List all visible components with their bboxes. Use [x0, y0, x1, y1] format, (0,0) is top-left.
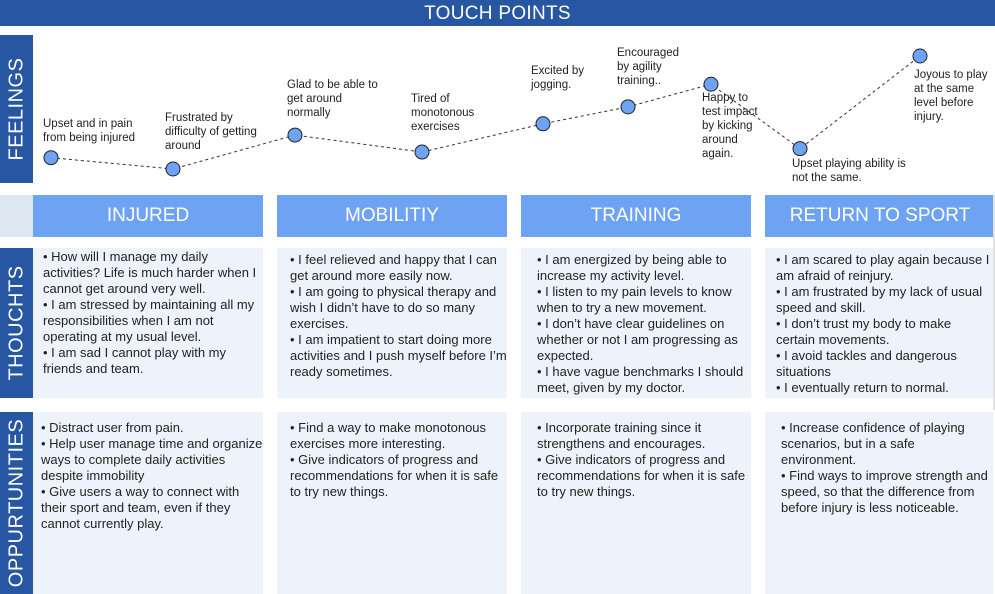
thoughts-cell-training: • I am energized by being able to increa…: [521, 248, 751, 398]
opportunities-label: OPPURTUNITIES: [5, 418, 27, 588]
feeling-point-4: [414, 144, 430, 160]
opportunities-cell-return-to-sport: • Increase confidence of playing scenari…: [765, 412, 993, 594]
thought-item: • I am scared to play again because I am…: [776, 252, 990, 283]
stage-return-to-sport: RETURN TO SPORT: [765, 195, 995, 237]
opportunity-item: • Help user manage time and organize way…: [41, 436, 263, 483]
feeling-label-9: Joyous to play at the same level before …: [914, 69, 988, 123]
stage-injured: INJURED: [33, 195, 263, 237]
thought-item: • I am frustrated by my lack of usual sp…: [776, 284, 983, 315]
opportunity-item: • Give indicators of progress and recomm…: [290, 452, 499, 499]
feeling-label-1: Upset and in pain from being injured: [43, 118, 136, 144]
feelings-label: FEELINGS: [5, 57, 27, 161]
feeling-label-5: Excited by jogging.: [531, 65, 585, 91]
opportunities-cell-training: • Incorporate training since it strength…: [521, 412, 751, 594]
feeling-point-8: [792, 141, 808, 157]
feelings-curve: [43, 48, 928, 177]
thoughts-label: THOUCHTS: [5, 265, 27, 381]
thought-item: • I eventually return to normal.: [776, 380, 949, 395]
feeling-point-7: [703, 76, 719, 92]
thoughts-cell-return-to-sport: • I am scared to play again because I am…: [765, 248, 993, 398]
thought-item: • How will I manage my daily activities?…: [43, 249, 257, 296]
thought-item: • I don’t have clear guidelines on wheth…: [537, 316, 738, 363]
thoughts-cell-injured: • How will I manage my daily activities?…: [33, 248, 263, 398]
right-edge-divider: [993, 195, 995, 410]
thought-item: • I listen to my pain levels to know whe…: [537, 284, 732, 315]
feeling-point-2: [165, 161, 181, 177]
opportunity-item: • Give users a way to connect with their…: [41, 484, 240, 531]
feeling-label-7: Happy to test impact by kicking around a…: [702, 92, 758, 160]
feeling-point-6: [620, 99, 636, 115]
feeling-label-6: Encouraged by agility training..: [617, 47, 680, 87]
opportunity-item: • Give indicators of progress and recomm…: [537, 452, 746, 499]
feeling-label-4: Tired of monotonous exercises: [411, 93, 475, 133]
thought-item: • I am stressed by maintaining all my re…: [43, 297, 255, 344]
opportunity-item: • Incorporate training since it strength…: [537, 420, 706, 451]
thought-item: • I feel relieved and happy that I can g…: [290, 252, 497, 283]
thought-item: • I am sad I cannot play with my friends…: [43, 345, 227, 376]
opportunity-item: • Distract user from pain.: [41, 420, 184, 435]
stage-training: TRAINING: [521, 195, 751, 237]
feeling-label-3: Glad to be able to get around normally: [287, 79, 378, 119]
thought-item: • I avoid tackles and dangerous situatio…: [776, 348, 957, 379]
feeling-label-2: Frustrated by difficulty of getting arou…: [165, 112, 257, 152]
feeling-point-1: [43, 150, 59, 166]
feeling-point-3: [287, 127, 303, 143]
feeling-point-9: [912, 48, 928, 64]
opportunity-item: • Find a way to make monotonous exercise…: [290, 420, 487, 451]
feelings-row-label: FEELINGS: [0, 35, 33, 183]
feeling-label-8: Upset playing ability is not the same.: [792, 158, 906, 184]
opportunities-row-label: OPPURTUNITIES: [0, 412, 33, 594]
opportunities-cell-injured: • Distract user from pain. • Help user m…: [33, 412, 263, 594]
feelings-line: [50, 55, 921, 170]
thoughts-cell-mobility: • I feel relieved and happy that I can g…: [277, 248, 507, 398]
thought-item: • I don’t trust my body to make certain …: [776, 316, 952, 347]
thought-item: • I am impatient to start doing more act…: [290, 332, 507, 379]
feeling-point-5: [535, 116, 551, 132]
thought-item: • I am going to physical therapy and wis…: [290, 284, 497, 331]
touch-points-header: TOUCH POINTS: [0, 0, 995, 26]
opportunity-item: • Increase confidence of playing scenari…: [781, 420, 965, 467]
stage-mobility: MOBILITIY: [277, 195, 507, 237]
opportunities-cell-mobility: • Find a way to make monotonous exercise…: [277, 412, 507, 594]
thoughts-row-label: THOUCHTS: [0, 248, 33, 398]
stage-row-spacer: [0, 195, 33, 237]
thought-item: • I have vague benchmarks I should meet,…: [537, 364, 744, 395]
thought-item: • I am energized by being able to increa…: [537, 252, 727, 283]
opportunity-item: • Find ways to improve strength and spee…: [781, 468, 988, 515]
